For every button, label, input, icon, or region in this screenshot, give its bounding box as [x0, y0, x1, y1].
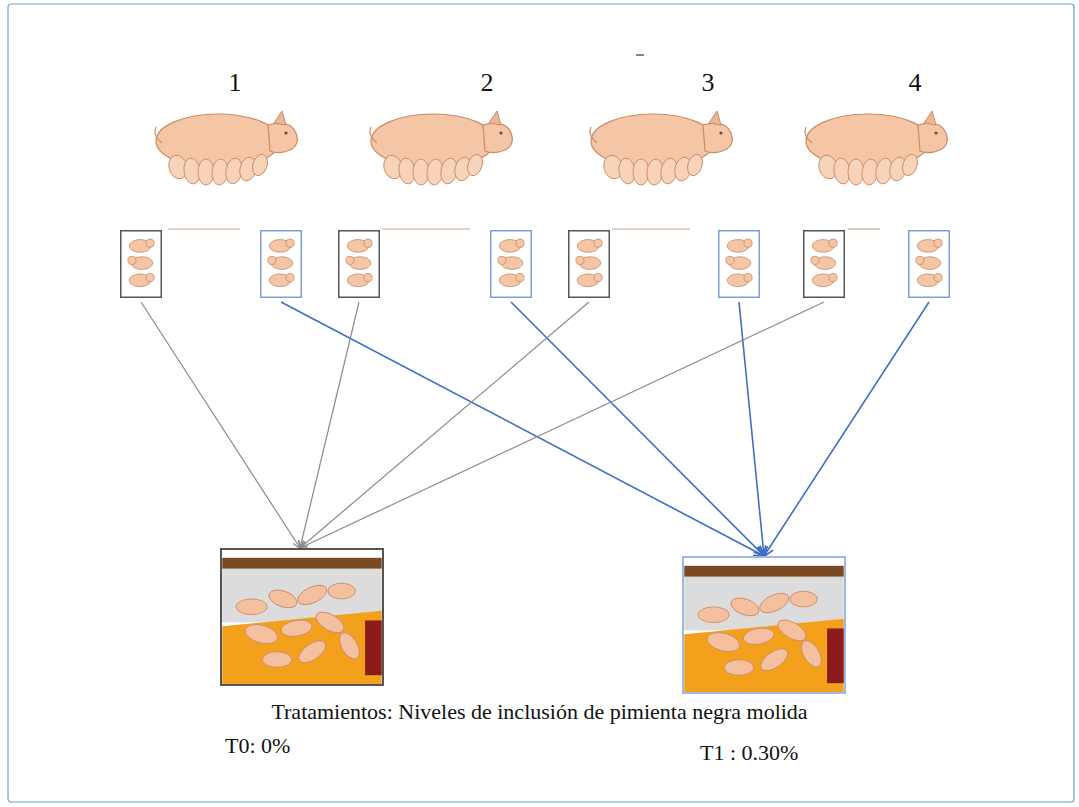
outer-frame — [8, 4, 1074, 802]
pen-picture — [222, 550, 382, 684]
assignment-arrow — [281, 302, 764, 556]
pen-picture — [684, 558, 844, 692]
litter-group: 4 — [798, 62, 955, 302]
treatment-label: T0: 0% — [225, 733, 290, 758]
floor-lines — [168, 228, 880, 229]
sow-picture — [585, 105, 735, 190]
sow-picture — [150, 105, 300, 190]
sow-number: 2 — [481, 68, 494, 98]
assignment-arrow — [511, 302, 764, 556]
piglet-box — [803, 230, 845, 298]
figure-caption: Tratamientos: Niveles de inclusión de pi… — [0, 699, 1079, 724]
sow-number: 1 — [229, 68, 242, 98]
treatment-label: T1 : 0.30% — [700, 740, 798, 765]
assignment-arrow — [300, 302, 359, 548]
assignment-arrow — [141, 302, 300, 548]
piglet-box — [120, 230, 162, 298]
sow-picture — [800, 105, 950, 190]
pen-box: T1 : 0.30% — [682, 556, 846, 694]
assignment-arrow — [764, 302, 929, 556]
piglet-box — [260, 230, 302, 298]
litter-group: 3 — [563, 62, 765, 302]
assignment-arrow — [300, 302, 824, 548]
litter-group: 1 — [115, 62, 307, 302]
piglet-box — [490, 230, 532, 298]
sow-picture — [365, 105, 515, 190]
assignment-arrow — [300, 302, 589, 548]
piglet-box — [338, 230, 380, 298]
sow-number: 3 — [702, 68, 715, 98]
pen-box: T0: 0% — [220, 548, 384, 686]
stray-mark — [636, 54, 644, 55]
sow-number: 4 — [909, 68, 922, 98]
piglet-box — [908, 230, 950, 298]
litter-group: 2 — [333, 62, 537, 302]
piglet-box — [568, 230, 610, 298]
piglet-box — [718, 230, 760, 298]
